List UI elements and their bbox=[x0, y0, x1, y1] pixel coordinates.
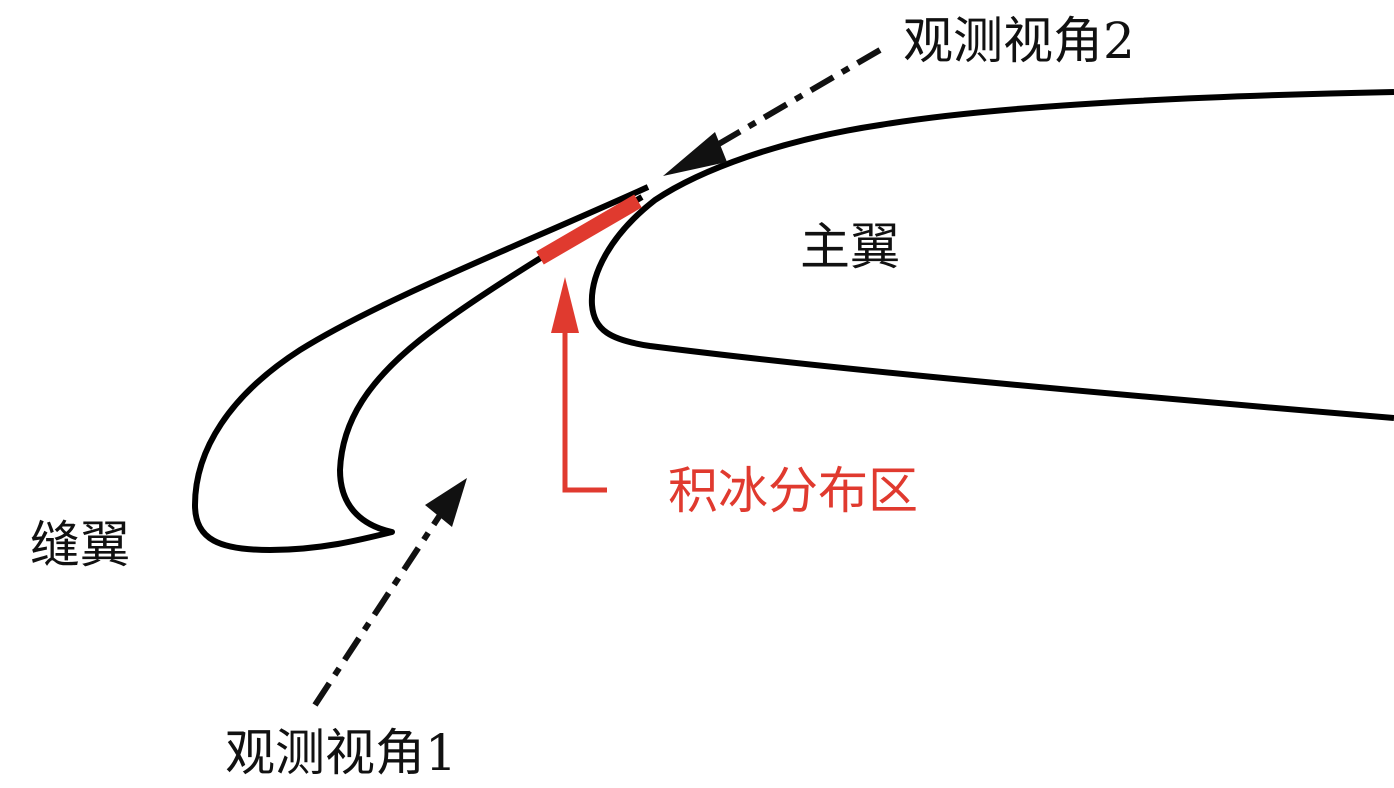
main-wing-label: 主翼 bbox=[800, 218, 900, 276]
view-2-arrow bbox=[663, 47, 882, 176]
view-1-label: 观测视角1 bbox=[225, 724, 457, 782]
ice-region-pointer bbox=[551, 277, 607, 493]
ice-region-label: 积冰分布区 bbox=[668, 462, 918, 520]
slat-outline bbox=[192, 184, 650, 553]
main-wing-outline bbox=[588, 89, 1394, 421]
view-2-label: 观测视角2 bbox=[903, 12, 1135, 70]
view-1-arrow bbox=[312, 478, 467, 707]
ice-accretion-region bbox=[536, 194, 642, 265]
slat-label: 缝翼 bbox=[30, 516, 130, 574]
